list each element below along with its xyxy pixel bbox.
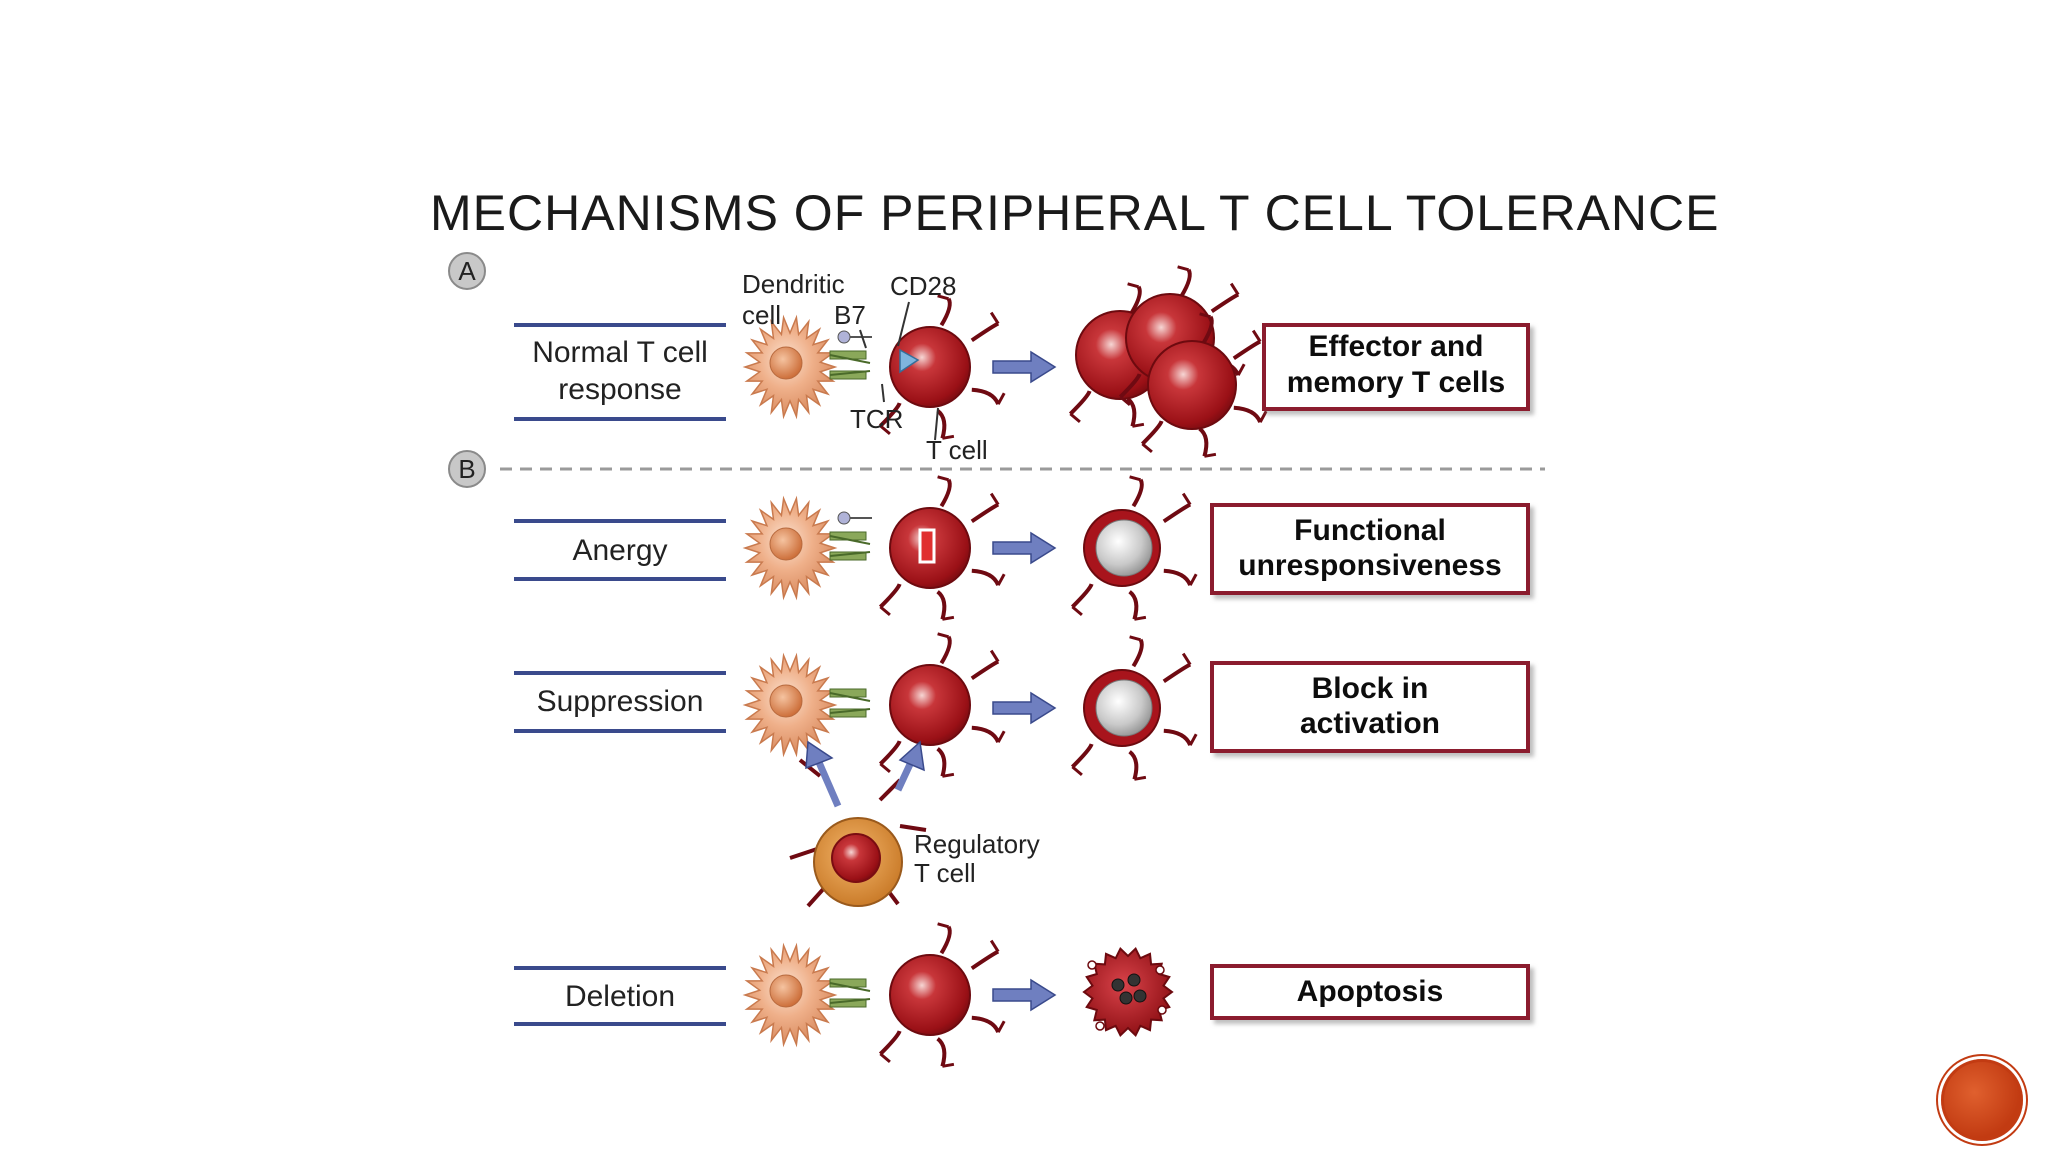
arrow-normal	[992, 350, 1057, 384]
svg-text:activation: activation	[1300, 707, 1440, 740]
receptor-complex-suppression	[829, 688, 871, 718]
svg-text:Normal T cell: Normal T cell	[532, 336, 708, 369]
svg-text:response: response	[558, 373, 681, 406]
t-cell-normal	[878, 294, 1006, 440]
outcome-box-anergy: Functional unresponsiveness	[1210, 503, 1530, 595]
svg-text:unresponsiveness: unresponsiveness	[1238, 549, 1501, 582]
tcr-label: TCR	[850, 404, 903, 434]
panel-b-marker: B	[448, 450, 486, 488]
cell-layer	[742, 265, 1268, 1068]
svg-text:Effector and: Effector and	[1308, 330, 1483, 363]
b7-label: B7	[834, 300, 866, 330]
arrow-suppression	[992, 691, 1057, 725]
dendritic-cell-normal	[742, 314, 838, 420]
panel-a-marker: A	[448, 252, 486, 290]
t-cell-label: T cell	[926, 435, 988, 465]
regulatory-t-cell-label-2: T cell	[914, 858, 976, 888]
svg-text:Anergy: Anergy	[572, 534, 667, 567]
dendritic-cell-deletion	[742, 942, 838, 1048]
svg-text:B: B	[458, 454, 475, 484]
outcome-box-suppression: Block in activation	[1210, 661, 1530, 753]
receptor-complex-normal	[829, 330, 872, 380]
normal-annotations: Dendritic cell B7 CD28 TCR T cell	[742, 269, 988, 465]
dendritic-cell-anergy	[742, 495, 838, 601]
svg-text:A: A	[458, 256, 476, 286]
regulatory-t-cell-label: Regulatory	[914, 829, 1040, 859]
regulatory-t-cell: Regulatory T cell	[789, 758, 1040, 908]
svg-text:Deletion: Deletion	[565, 980, 675, 1013]
row-label-anergy: Anergy	[514, 519, 726, 581]
t-cell-deletion	[878, 922, 1006, 1068]
svg-text:Apoptosis: Apoptosis	[1297, 975, 1444, 1008]
inhibitory-receptor-icon	[918, 528, 936, 564]
svg-text:Suppression: Suppression	[537, 685, 704, 718]
suppression-arrows	[805, 740, 925, 808]
unresponsive-t-cell-suppression	[1070, 635, 1198, 781]
svg-text:Functional: Functional	[1294, 514, 1446, 547]
arrow-deletion	[992, 978, 1057, 1012]
outcome-box-deletion: Apoptosis	[1210, 964, 1530, 1020]
dendritic-cell-label-2: cell	[742, 300, 781, 330]
outcome-box-normal: Effector and memory T cells	[1262, 323, 1530, 411]
cd28-signal-icon	[899, 348, 920, 374]
row-label-normal: Normal T cell response	[514, 323, 726, 421]
t-cell-anergy	[878, 475, 1006, 621]
receptor-complex-anergy	[829, 511, 872, 561]
dendritic-cell-label: Dendritic	[742, 269, 845, 299]
cd28-label: CD28	[890, 271, 956, 301]
row-label-suppression: Suppression	[514, 671, 726, 733]
unresponsive-t-cell-anergy	[1070, 475, 1198, 621]
slide-title: MECHANISMS OF PERIPHERAL T CELL TOLERANC…	[430, 185, 1720, 241]
dendritic-cell-suppression	[742, 652, 838, 758]
effector-t-cells	[1068, 265, 1268, 458]
svg-text:Block in: Block in	[1312, 672, 1429, 705]
apoptotic-cell	[1082, 947, 1174, 1037]
receptor-complex-deletion	[829, 978, 871, 1008]
row-label-deletion: Deletion	[514, 966, 726, 1026]
next-slide-button[interactable]	[1941, 1059, 2023, 1141]
arrow-anergy	[992, 531, 1057, 565]
t-cell-suppression	[878, 632, 1006, 778]
svg-text:memory T cells: memory T cells	[1287, 366, 1505, 399]
